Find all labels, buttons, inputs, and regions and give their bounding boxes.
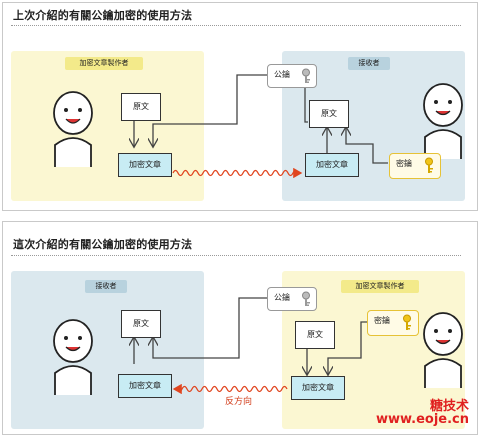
sender-tag: 加密文章製作者 (65, 57, 143, 70)
public-key-box: 公鑰 (267, 287, 317, 311)
transmission-wave (172, 383, 288, 395)
plaintext-box: 原文 (295, 321, 335, 349)
receiver-tag: 接收者 (348, 57, 390, 70)
watermark-url: www.eoje.cn (375, 412, 469, 427)
public-key-label: 公鑰 (274, 70, 290, 79)
panel-title: 這次介紹的有關公鑰加密的使用方法 (13, 238, 193, 251)
panel-title: 上次介紹的有關公鑰加密的使用方法 (13, 9, 193, 22)
key-icon (403, 314, 411, 330)
person-receiver-figure (413, 81, 473, 165)
title-divider (11, 25, 461, 26)
key-icon (425, 157, 433, 173)
key-icon (302, 68, 310, 83)
title-divider (11, 255, 461, 256)
person-sender-figure (413, 310, 473, 394)
ciphertext-box: 加密文章 (291, 376, 345, 400)
public-key-label: 公鑰 (274, 293, 290, 302)
received-ciphertext-box: 加密文章 (305, 153, 359, 177)
private-key-box: 密鑰 (389, 153, 441, 179)
decrypted-plaintext-box: 原文 (121, 310, 161, 338)
connector-lines (3, 297, 367, 395)
watermark: 糖技术 www.eoje.cn (376, 400, 469, 426)
ciphertext-box: 加密文章 (118, 153, 172, 177)
received-ciphertext-box: 加密文章 (118, 374, 172, 398)
private-key-box: 密鑰 (367, 310, 419, 336)
receiver-tag: 接收者 (85, 280, 127, 293)
key-icon (302, 291, 310, 306)
private-key-label: 密鑰 (374, 316, 390, 325)
diagram-panel-previous: 上次介紹的有關公鑰加密的使用方法 加密文章製作者 接收者 (2, 2, 478, 211)
private-key-label: 密鑰 (396, 159, 412, 168)
connector-lines (3, 74, 388, 179)
watermark-brand: 糖技术 (429, 399, 469, 414)
transmission-wave (172, 167, 303, 179)
receiver-zone (11, 271, 204, 429)
plaintext-box: 原文 (121, 93, 161, 121)
person-receiver-figure (45, 317, 101, 401)
sender-tag: 加密文章製作者 (341, 280, 419, 293)
decrypted-plaintext-box: 原文 (309, 100, 349, 128)
reverse-direction-label: 反方向 (225, 397, 253, 407)
person-sender-figure (45, 89, 101, 173)
diagram-panel-current: 這次介紹的有關公鑰加密的使用方法 接收者 加密文章製作者 原文 加密文章 公鑰 (2, 221, 478, 435)
public-key-box: 公鑰 (267, 64, 317, 88)
